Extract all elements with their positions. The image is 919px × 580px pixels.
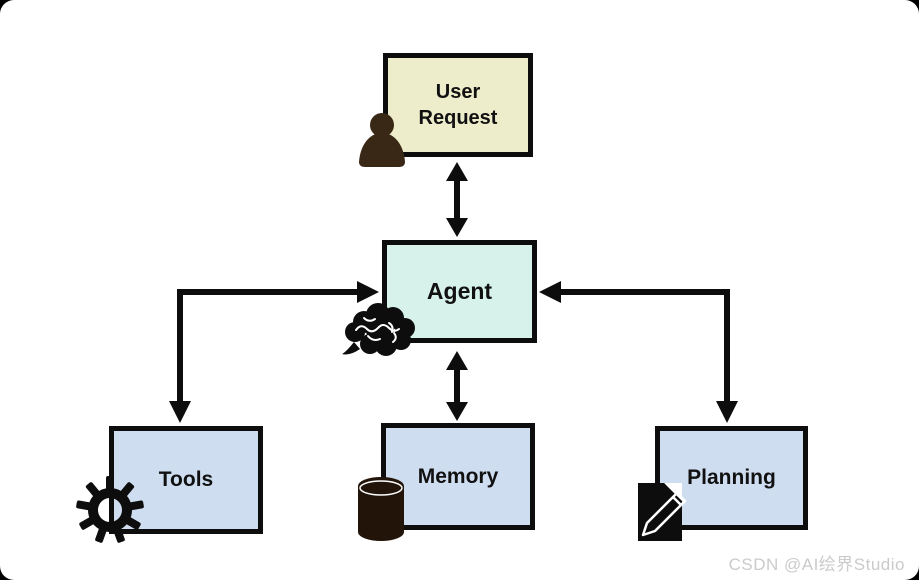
tools-label: Tools	[158, 468, 214, 491]
planning-label: Planning	[687, 466, 776, 489]
watermark: CSDN @AI绘界Studio	[728, 555, 905, 574]
edge-agent-memory	[446, 351, 468, 421]
node-agent: Agent	[382, 240, 537, 343]
node-user-request: User Request	[383, 53, 533, 157]
user-request-label: User Request	[418, 81, 498, 129]
node-planning: Planning	[655, 426, 808, 530]
agent-label: Agent	[426, 278, 493, 304]
node-tools: Tools	[109, 426, 263, 534]
node-memory: Memory	[381, 423, 535, 530]
edge-planning-agent	[539, 281, 738, 423]
memory-label: Memory	[417, 464, 499, 488]
edge-tools-agent	[169, 281, 379, 423]
edge-user-request-agent	[446, 162, 468, 237]
